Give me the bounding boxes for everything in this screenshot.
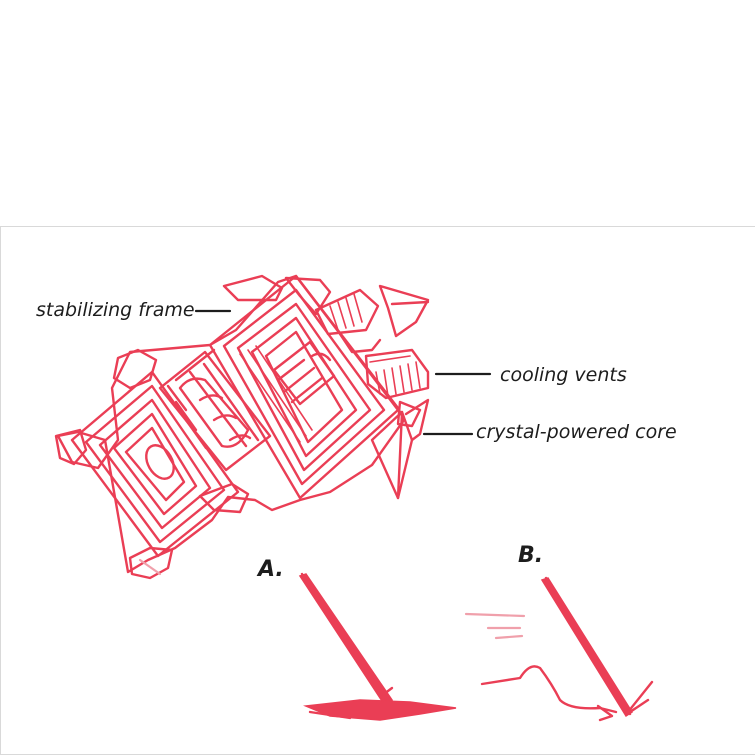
crystal-core-label: crystal-powered core bbox=[476, 421, 677, 443]
panel-b-letter: B. bbox=[518, 543, 543, 568]
device-illustration bbox=[56, 276, 428, 578]
stabilizing-frame-label: stabilizing frame bbox=[36, 299, 195, 321]
front-frame bbox=[210, 276, 398, 498]
cooling-vent-boxes bbox=[316, 290, 428, 398]
rear-frame bbox=[72, 372, 238, 556]
cooling-vents-label: cooling vents bbox=[500, 364, 627, 386]
corner-spikes bbox=[56, 276, 428, 578]
panel-a: A. bbox=[256, 557, 456, 720]
panel-b: B. bbox=[466, 543, 652, 720]
panel-a-letter: A. bbox=[256, 557, 284, 582]
